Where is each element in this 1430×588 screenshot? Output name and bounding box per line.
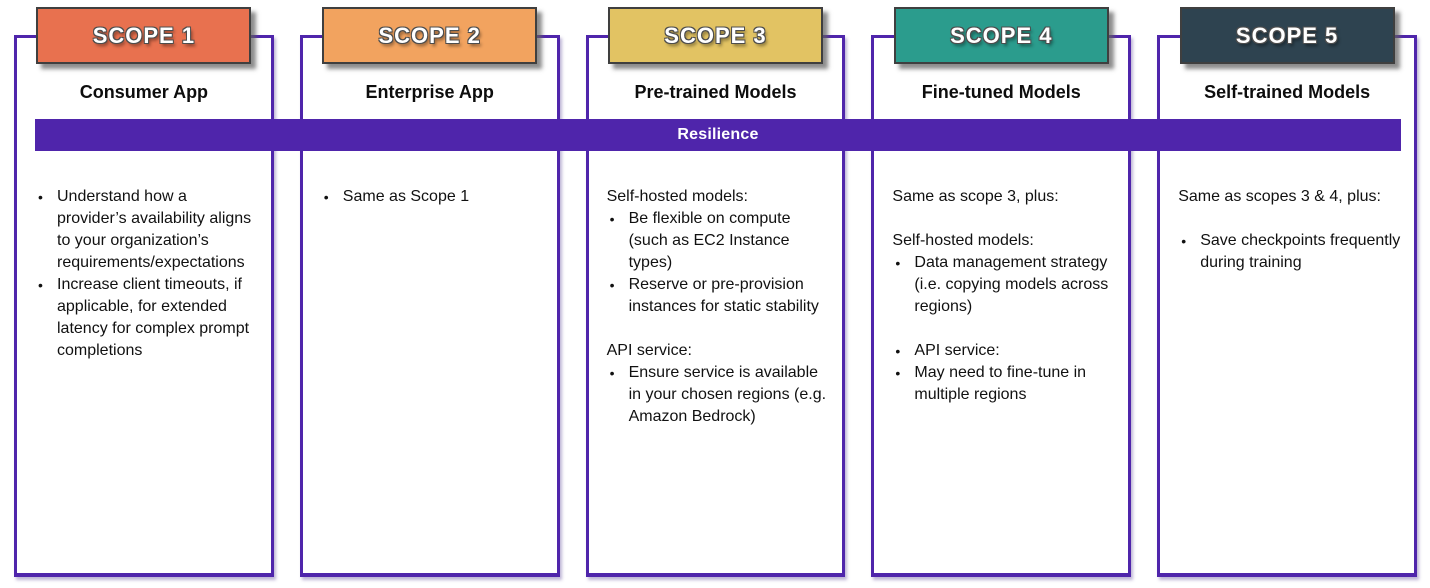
content-text: May need to fine-tune in multiple region…	[914, 364, 1087, 403]
scope-4-badge: SCOPE 4	[893, 7, 1109, 64]
scope-column-2: SCOPE 2 Enterprise App • Same as Scope 1	[299, 7, 560, 577]
content-text: Reserve or pre-provision instances for s…	[628, 276, 819, 315]
bullet-marker: •	[38, 189, 43, 205]
bullet-marker: •	[38, 277, 43, 293]
scope-2-title: Enterprise App	[365, 82, 494, 102]
content-item: • May need to fine-tune in multiple regio…	[874, 362, 1118, 406]
scope-1-content: • Understand how a provider’s availabilit…	[17, 186, 271, 362]
bullet-marker: •	[609, 211, 615, 227]
content-item: Same as scopes 3 & 4, plus:	[1160, 186, 1404, 208]
content-text: Self-hosted models:	[892, 232, 1034, 249]
content-text: Ensure service is available in your chos…	[628, 364, 827, 425]
resilience-bar: Resilience	[35, 119, 1401, 151]
content-text: API service:	[914, 342, 1000, 359]
content-item: • Be flexible on compute (such as EC2 Ins…	[589, 208, 833, 274]
bullet-marker: •	[895, 343, 901, 359]
content-spacer	[874, 318, 1118, 340]
content-text: Understand how a provider’s availability…	[57, 188, 252, 271]
scope-5-badge-label: SCOPE 5	[1235, 22, 1339, 48]
content-text: Increase client timeouts, if applicable,…	[57, 276, 250, 359]
content-spacer	[589, 318, 833, 340]
scope-2-panel: Enterprise App • Same as Scope 1	[299, 35, 560, 577]
bullet-marker: •	[1181, 233, 1187, 249]
content-spacer	[874, 208, 1118, 230]
scope-columns-row: SCOPE 1 Consumer App • Understand how a pro…	[14, 7, 1417, 577]
scope-5-title: Self-trained Models	[1204, 82, 1371, 102]
content-text: Same as scopes 3 & 4, plus:	[1178, 188, 1381, 205]
bullet-marker: •	[609, 277, 615, 293]
content-text: API service:	[606, 342, 692, 359]
scope-3-title: Pre-trained Models	[634, 82, 797, 102]
content-text: Save checkpoints frequently during train…	[1200, 232, 1401, 271]
content-item: • Ensure service is available in your cho…	[589, 362, 833, 428]
content-item: • Understand how a provider’s availabilit…	[17, 186, 261, 274]
scope-3-badge-label: SCOPE 3	[664, 22, 767, 48]
content-text: Same as scope 3, plus:	[892, 188, 1059, 205]
scope-3-content: Self-hosted models: • Be flexible on compu…	[589, 186, 843, 428]
bullet-marker: •	[609, 365, 615, 381]
scope-2-content: • Same as Scope 1	[303, 186, 557, 208]
scope-1-badge: SCOPE 1	[36, 7, 252, 64]
scope-4-title: Fine-tuned Models	[921, 82, 1081, 102]
content-item: • API service:	[874, 340, 1118, 362]
content-item: API service:	[589, 340, 833, 362]
bullet-marker: •	[895, 255, 901, 271]
bullet-marker: •	[895, 365, 901, 381]
scope-column-1: SCOPE 1 Consumer App • Understand how a pro…	[14, 7, 274, 577]
content-item: Self-hosted models:	[874, 230, 1118, 252]
resilience-label: Resilience	[677, 126, 759, 143]
content-item: • Increase client timeouts, if applicable…	[17, 274, 261, 362]
content-item: • Save checkpoints frequently during trai…	[1160, 230, 1404, 274]
content-text: Be flexible on compute (such as EC2 Inst…	[628, 210, 791, 271]
scope-4-content: Same as scope 3, plus: Self-hosted models…	[874, 186, 1128, 406]
content-item: • Data management strategy (i.e. copying …	[874, 252, 1118, 318]
content-item: Self-hosted models:	[589, 186, 833, 208]
scope-1-title: Consumer App	[79, 82, 209, 102]
scope-5-badge: SCOPE 5	[1179, 7, 1395, 64]
scope-5-content: Same as scopes 3 & 4, plus: • Save checkpo…	[1160, 186, 1414, 274]
content-spacer	[1160, 208, 1404, 230]
scope-3-badge: SCOPE 3	[607, 7, 823, 64]
scope-4-badge-label: SCOPE 4	[950, 22, 1053, 48]
scope-1-panel: Consumer App • Understand how a provider’s…	[14, 35, 274, 577]
content-text: Data management strategy (i.e. copying m…	[914, 254, 1109, 315]
content-item: Same as scope 3, plus:	[874, 186, 1118, 208]
content-text: Same as Scope 1	[342, 188, 470, 205]
scope-2-badge: SCOPE 2	[322, 7, 538, 64]
scope-2-badge-label: SCOPE 2	[378, 22, 481, 48]
content-item: • Same as Scope 1	[303, 186, 547, 208]
bullet-marker: •	[323, 189, 329, 205]
content-item: • Reserve or pre-provision instances for …	[589, 274, 833, 318]
scope-1-badge-label: SCOPE 1	[92, 22, 196, 48]
content-text: Self-hosted models:	[606, 188, 748, 205]
